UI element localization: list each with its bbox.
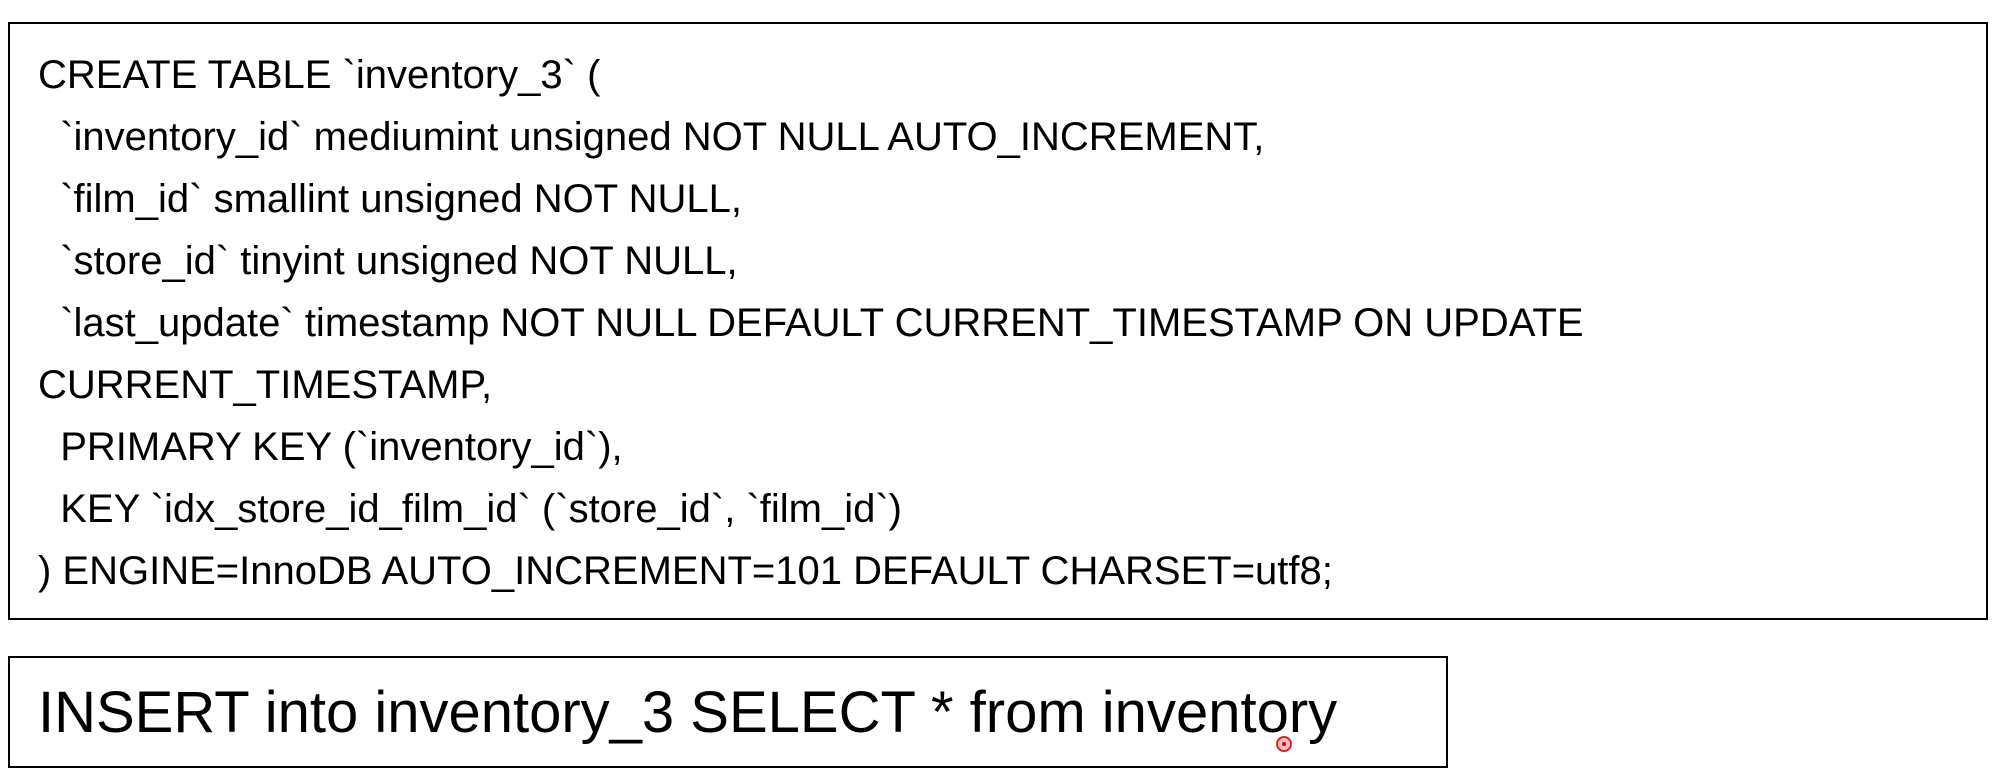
code-line: `last_update` timestamp NOT NULL DEFAULT… — [38, 301, 1584, 345]
code-line: `inventory_id` mediumint unsigned NOT NU… — [38, 115, 1265, 159]
insert-statement-box: INSERT into inventory_3 SELECT * from in… — [8, 656, 1448, 768]
insert-statement-text: INSERT into inventory_3 SELECT * from in… — [38, 680, 1338, 745]
code-line: `store_id` tinyint unsigned NOT NULL, — [38, 239, 738, 283]
create-table-statement-box: CREATE TABLE `inventory_3` ( `inventory_… — [8, 22, 1988, 620]
code-line: CREATE TABLE `inventory_3` ( — [38, 53, 601, 97]
code-line: KEY `idx_store_id_film_id` (`store_id`, … — [38, 487, 902, 531]
code-line: PRIMARY KEY (`inventory_id`), — [38, 425, 623, 469]
code-line: `film_id` smallint unsigned NOT NULL, — [38, 177, 742, 221]
code-line: ) ENGINE=InnoDB AUTO_INCREMENT=101 DEFAU… — [38, 549, 1333, 593]
cursor-pointer-icon — [1276, 736, 1292, 752]
code-line: CURRENT_TIMESTAMP, — [38, 363, 493, 407]
